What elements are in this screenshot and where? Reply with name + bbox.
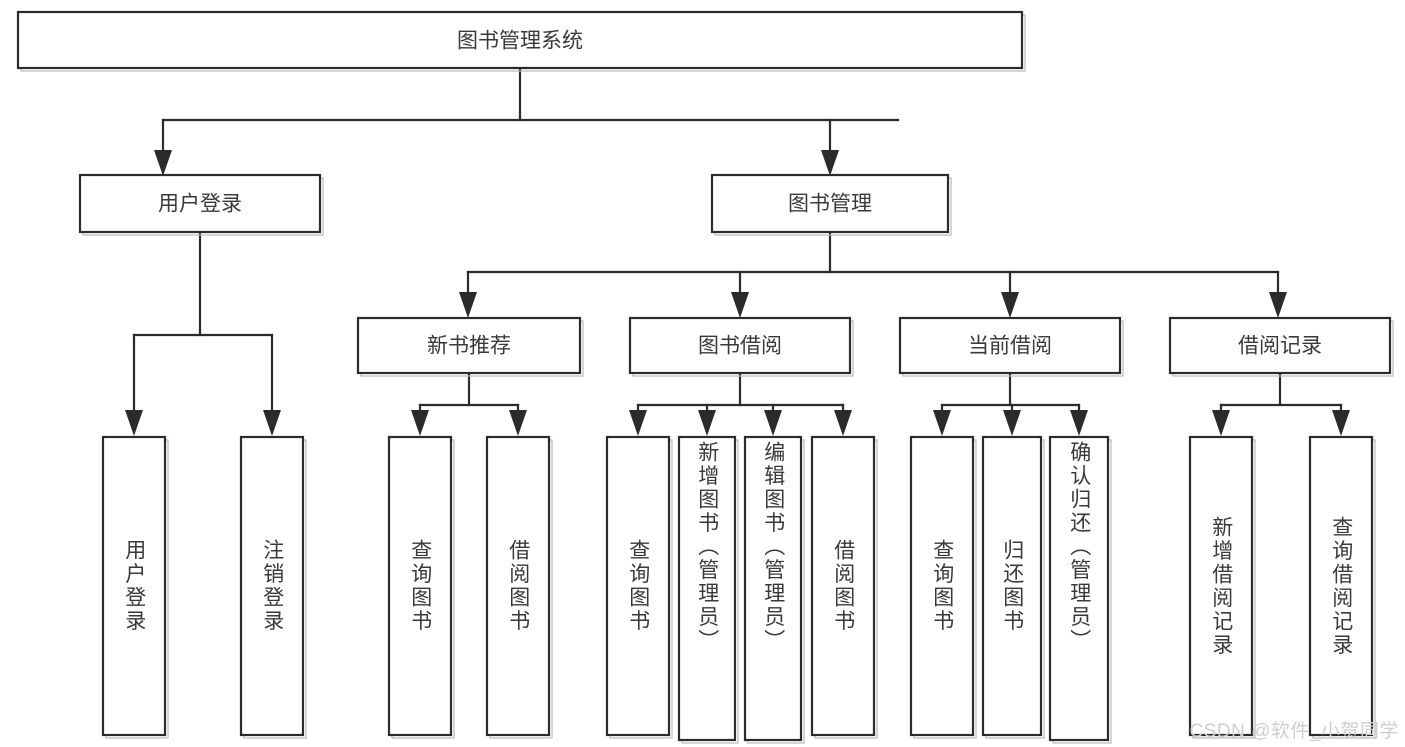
arrow-head-leaf-add-record (1212, 410, 1230, 436)
leaf-box-10[interactable] (1048, 435, 1112, 744)
arrow-head-leaf-query-book-b (629, 410, 647, 436)
leaf-box-6[interactable] (743, 435, 805, 744)
arrow-head-leaf-query-record (1332, 410, 1350, 436)
node-root-label: 图书管理系统 (457, 30, 583, 53)
arrow-head-leaf-logout (263, 410, 281, 436)
leaf-box-2[interactable] (387, 435, 455, 739)
node-user-login-label: 用户登录 (158, 193, 242, 216)
arrow-head-leaf-borrow-book-b (834, 410, 852, 436)
leaf-box-11[interactable] (1188, 435, 1256, 739)
arrow-head-new-recommend (459, 292, 477, 318)
node-root[interactable]: 图书管理系统 (16, 10, 1026, 72)
node-book-borrow-label: 图书借阅 (698, 335, 782, 358)
leaf-box-5[interactable] (677, 435, 739, 744)
leaf-box-layer (101, 435, 1376, 744)
arrow-head-leaf-borrow-book-a (509, 410, 527, 436)
node-book-management-label: 图书管理 (788, 193, 872, 216)
leaf-box-9[interactable] (981, 435, 1045, 739)
node-current-borrow-label: 当前借阅 (968, 335, 1052, 358)
node-book-management[interactable]: 图书管理 (710, 173, 952, 236)
arrow-head-book-borrow (731, 292, 749, 318)
leaf-box-8[interactable] (909, 435, 977, 739)
leaf-box-3[interactable] (485, 435, 553, 739)
arrow-head-leaf-query-book-c (933, 410, 951, 436)
node-borrow-record[interactable]: 借阅记录 (1168, 316, 1394, 377)
node-borrow-record-label: 借阅记录 (1238, 335, 1322, 358)
csdn-watermark: CSDN @软件_小贺同学 (1189, 721, 1399, 742)
arrow-head-leaf-query-book-a (411, 410, 429, 436)
arrow-head-leaf-user-login (125, 410, 143, 436)
leaf-box-1[interactable] (239, 435, 307, 739)
arrow-head-borrow-record (1269, 292, 1287, 318)
arrow-head-current-borrow (1001, 292, 1019, 318)
leaf-box-12[interactable] (1308, 435, 1376, 739)
node-user-login[interactable]: 用户登录 (78, 173, 324, 236)
arrow-head-book-mgmt (821, 150, 839, 176)
arrow-head-leaf-add-book (698, 410, 716, 436)
node-new-book-recommend[interactable]: 新书推荐 (356, 316, 584, 377)
node-book-borrow[interactable]: 图书借阅 (628, 316, 854, 377)
leaf-box-0[interactable] (101, 435, 169, 739)
arrow-head-leaf-edit-book (764, 410, 782, 436)
arrow-head-leaf-return-book (1003, 410, 1021, 436)
leaf-box-7[interactable] (810, 435, 878, 739)
connector-layer (125, 66, 1350, 436)
arrow-head-leaf-confirm-return (1070, 410, 1088, 436)
node-layer: 图书管理系统 用户登录 图书管理 新书推荐 (16, 10, 1394, 744)
arrow-head-user-login (154, 150, 172, 176)
node-current-borrow[interactable]: 当前借阅 (898, 316, 1124, 377)
leaf-box-4[interactable] (605, 435, 673, 739)
node-new-book-recommend-label: 新书推荐 (427, 335, 511, 358)
